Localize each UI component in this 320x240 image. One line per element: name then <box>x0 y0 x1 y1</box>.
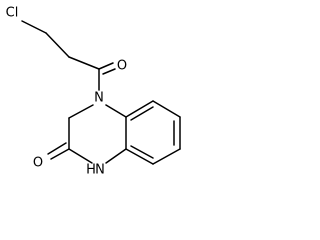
ring-nitrogen-label: N <box>94 91 104 106</box>
chlorine-label: Cl <box>6 6 19 21</box>
bond-carbonyl-o-a <box>98 62 114 70</box>
bond-c1-c2 <box>45 32 70 58</box>
bond-c5-c6 <box>152 100 181 118</box>
bond-c8-c8a-inner <box>130 145 154 159</box>
bond-c2-n1 <box>68 148 93 164</box>
lactam-oxygen-label: O <box>33 156 43 171</box>
bond-c4a-c5 <box>125 100 154 118</box>
bond-c7-c8 <box>152 148 181 165</box>
ketone-oxygen-label: O <box>117 59 127 74</box>
amide-hydrogen-label: H <box>86 163 96 178</box>
bond-cl-c1 <box>21 20 47 34</box>
side-chain-bonds <box>21 20 116 91</box>
bond-c4a-c5-inner <box>130 106 154 121</box>
atom-labels: Cl O N O H N <box>6 6 127 178</box>
bond-lactam-o-b <box>47 142 67 155</box>
bond-n4-c4a <box>105 104 127 118</box>
diazine-ring-bonds <box>47 104 127 164</box>
chemical-structure-diagram: Cl O N O H N <box>6 6 181 178</box>
bond-carbonyl-o-b <box>102 68 116 75</box>
bond-lactam-o-a <box>50 148 70 160</box>
bond-n4-c3 <box>68 104 94 119</box>
bond-c8-c8a <box>125 148 154 165</box>
bond-n1-c8a <box>105 148 127 164</box>
bond-c2-carbonyl <box>68 56 100 70</box>
benzene-ring-bonds <box>125 100 181 165</box>
structure-canvas: Cl O N O H N <box>6 6 181 178</box>
amide-nitrogen-label: N <box>95 163 105 178</box>
